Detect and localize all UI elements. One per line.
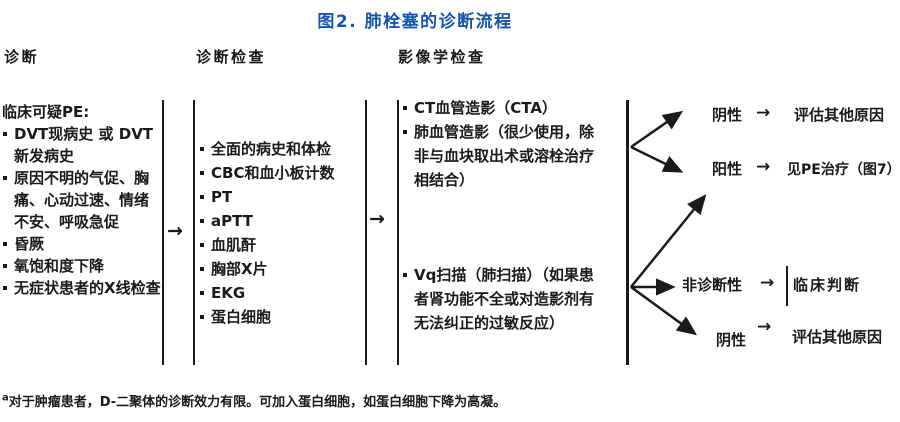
list-item-text: CBC和血小板计数 <box>211 164 335 182</box>
list-item-text: DVT现病史 或 DVT新发病史 <box>14 125 154 165</box>
arrow-right-icon: → <box>757 317 772 337</box>
list-item: aPTT <box>199 209 364 233</box>
list-item: 昏厥 <box>2 233 162 255</box>
list-item-text: 无症状患者的X线检查 <box>14 279 161 297</box>
bullet-icon <box>3 286 7 290</box>
footnote: a对于肿瘤患者，D-二聚体的诊断效力有限。可加入蛋白细胞，如蛋白细胞下降为高凝。 <box>2 391 506 410</box>
list-item-text: 氧饱和度下降 <box>14 257 105 275</box>
divider-line <box>365 100 367 365</box>
bullet-icon <box>3 176 7 180</box>
list-item: CT血管造影（CTA） <box>402 96 598 120</box>
bullet-icon <box>200 315 204 319</box>
outcome-action: 评估其他原因 <box>792 328 883 346</box>
outcome-result: 阴性 <box>712 106 743 124</box>
flow-arrow-icon: → <box>167 220 183 242</box>
bullet-icon <box>3 264 7 268</box>
imaging-group-angio: CT血管造影（CTA） 肺血管造影（很少使用，除非与血块取出术或溶栓治疗相结合） <box>402 96 598 192</box>
footnote-text: 对于肿瘤患者，D-二聚体的诊断效力有限。可加入蛋白细胞，如蛋白细胞下降为高凝。 <box>8 395 507 410</box>
list-item-text: CT血管造影（CTA） <box>414 99 557 117</box>
bullet-icon <box>200 147 204 151</box>
list-item: 蛋白细胞 <box>199 305 364 329</box>
list-item: DVT现病史 或 DVT新发病史 <box>2 123 162 167</box>
divider-line <box>397 100 399 365</box>
diagnosis-intro: 临床可疑PE: <box>2 103 90 121</box>
list-item-text: 胸部X片 <box>211 260 268 278</box>
list-item-text: 原因不明的气促、胸痛、心动过速、情绪不安、呼吸急促 <box>14 169 150 231</box>
bullet-icon <box>200 195 204 199</box>
list-item: CBC和血小板计数 <box>199 161 364 185</box>
list-item-text: 血肌酐 <box>211 236 257 254</box>
arrow-right-icon: → <box>760 273 775 293</box>
column-header-imaging: 影像学检查 <box>398 48 486 66</box>
list-item-text: 肺血管造影（很少使用，除非与血块取出术或溶栓治疗相结合） <box>414 123 595 189</box>
divider-line <box>162 100 164 365</box>
tests-column: 全面的病史和体检 CBC和血小板计数 PT aPTT 血肌酐 胸部X片 EKG <box>199 137 364 329</box>
divider-line <box>193 100 195 365</box>
bullet-icon <box>200 219 204 223</box>
list-item: 全面的病史和体检 <box>199 137 364 161</box>
imaging-group-vq: Vq扫描（肺扫描）（如果患者肾功能不全或对造影剂有无法纠正的过敏反应） <box>402 263 596 335</box>
figure-title: 图2. 肺栓塞的诊断流程 <box>317 12 513 32</box>
list-item-text: aPTT <box>211 212 253 230</box>
outcome-action: 见PE治疗（图7） <box>787 162 900 178</box>
arrow-right-icon: → <box>756 157 771 177</box>
bullet-icon <box>200 243 204 247</box>
list-item: 氧饱和度下降 <box>2 255 162 277</box>
bullet-icon <box>200 171 204 175</box>
flow-arrow-icon: → <box>369 208 385 230</box>
list-item: 原因不明的气促、胸痛、心动过速、情绪不安、呼吸急促 <box>2 167 162 233</box>
outcome-result: 阴性 <box>716 331 747 349</box>
list-item: 血肌酐 <box>199 233 364 257</box>
column-header-tests: 诊断检查 <box>196 48 267 66</box>
list-item-text: 昏厥 <box>14 235 45 253</box>
bullet-icon <box>3 132 7 136</box>
bullet-icon <box>200 291 204 295</box>
list-item: 肺血管造影（很少使用，除非与血块取出术或溶栓治疗相结合） <box>402 120 598 192</box>
list-item-text: 蛋白细胞 <box>211 308 272 326</box>
bullet-icon <box>403 130 407 134</box>
outcome-action: 临床判断 <box>793 276 862 294</box>
list-item-text: PT <box>211 188 233 206</box>
outcome-action: 评估其他原因 <box>794 106 885 124</box>
list-item: 胸部X片 <box>199 257 364 281</box>
bullet-icon <box>200 267 204 271</box>
diagnosis-column: 临床可疑PE: DVT现病史 或 DVT新发病史 原因不明的气促、胸痛、心动过速… <box>2 101 162 299</box>
column-header-diagnosis: 诊断 <box>4 48 40 66</box>
list-item: EKG <box>199 281 364 305</box>
divider-line-thick <box>626 100 629 365</box>
list-item-text: 全面的病史和体检 <box>211 140 332 158</box>
arrow-right-icon: → <box>756 103 771 123</box>
divider-line <box>786 266 788 306</box>
bullet-icon <box>403 106 407 110</box>
list-item: PT <box>199 185 364 209</box>
outcome-result: 阳性 <box>712 160 743 178</box>
bullet-icon <box>3 242 7 246</box>
list-item-text: EKG <box>211 284 246 302</box>
list-item: 无症状患者的X线检查 <box>2 277 162 299</box>
outcome-result: 非诊断性 <box>682 276 743 294</box>
footnote-marker: a <box>2 392 9 404</box>
bullet-icon <box>403 273 407 277</box>
list-item: Vq扫描（肺扫描）（如果患者肾功能不全或对造影剂有无法纠正的过敏反应） <box>402 263 596 335</box>
list-item-text: Vq扫描（肺扫描）（如果患者肾功能不全或对造影剂有无法纠正的过敏反应） <box>414 266 595 332</box>
